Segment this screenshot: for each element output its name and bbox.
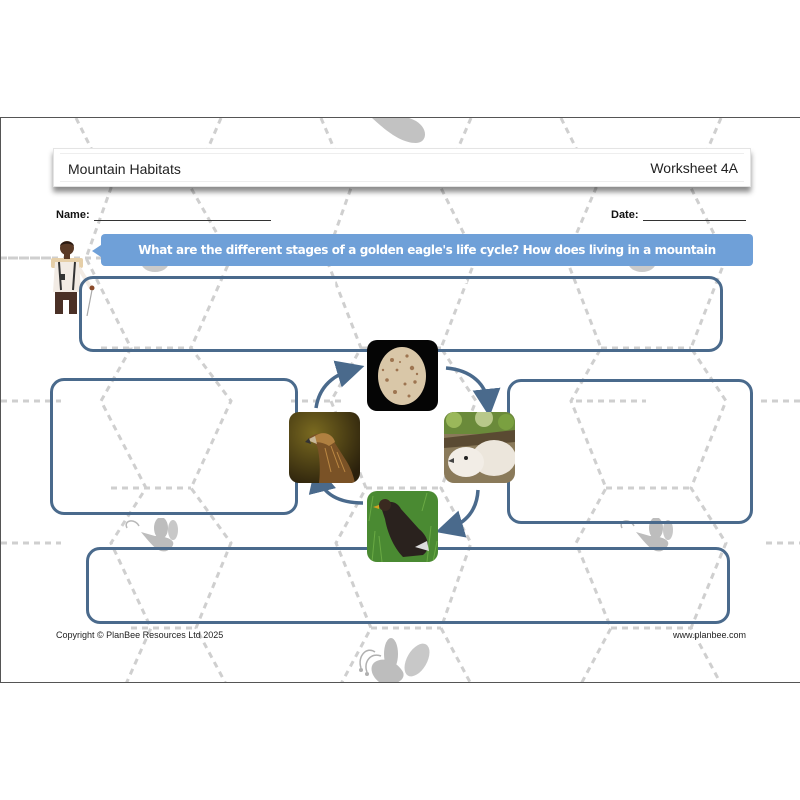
date-input-line[interactable] xyxy=(643,220,746,221)
question-banner: What are the different stages of a golde… xyxy=(92,234,753,289)
worksheet-title: Mountain Habitats xyxy=(68,161,181,177)
bee-watermark-icon xyxy=(372,118,425,143)
adult-eagle-photo xyxy=(289,412,360,483)
copyright-text: Copyright © PlanBee Resources Ltd 2025 xyxy=(56,630,224,640)
bee-watermark-icon xyxy=(359,638,430,682)
juvenile-eagle-photo xyxy=(367,491,438,562)
name-input-line[interactable] xyxy=(94,220,271,221)
egg-photo xyxy=(367,340,438,411)
answer-box-left[interactable] xyxy=(50,378,298,515)
worksheet-number: Worksheet 4A xyxy=(650,160,738,176)
bee-watermark-icon xyxy=(125,518,178,552)
worksheet-page: Mountain Habitats Worksheet 4A Name: Dat… xyxy=(0,117,800,683)
website-link[interactable]: www.planbee.com xyxy=(672,630,746,640)
name-label: Name: xyxy=(56,209,90,221)
answer-box-right[interactable] xyxy=(507,379,753,524)
header-bar: Mountain Habitats Worksheet 4A xyxy=(53,148,751,187)
chick-photo xyxy=(444,412,515,483)
hiker-character-icon xyxy=(51,241,95,316)
date-label: Date: xyxy=(611,209,639,221)
